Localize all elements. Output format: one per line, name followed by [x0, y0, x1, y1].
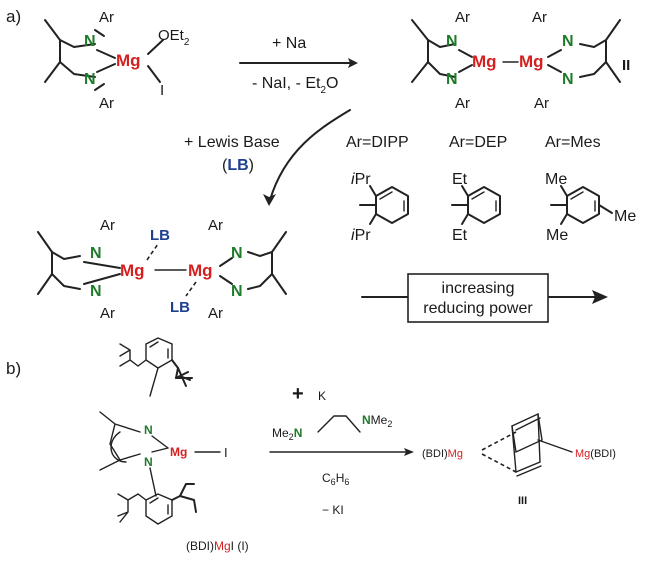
dipp-aryl-structure: iPr iPr [351, 171, 409, 244]
lewis-base-ligand: LB [150, 227, 170, 244]
n-atom: N [562, 33, 574, 50]
bdi-mgi-label: (BDI)MgI (I) [186, 539, 249, 553]
reducing-power-indicator: increasing reducing power [361, 273, 608, 323]
ar-group: Ar [99, 9, 114, 26]
lewis-base-arrow: + Lewis Base (LB) [184, 109, 351, 206]
reducing-power-box [407, 273, 549, 323]
ar-group: Ar [455, 9, 470, 26]
isopropyl-label: iPr [351, 227, 371, 244]
mg-mg-dimer-ii: N N Mg Mg N N Ar Ar Ar Ar II [411, 9, 630, 112]
n-atom: N [446, 71, 458, 88]
oet2-ligand: OEt2 [158, 27, 190, 48]
n-atom: N [231, 283, 243, 300]
reagent-plus: + [292, 383, 304, 405]
product-left-mg: (BDI)Mg [422, 448, 463, 460]
product-iii: (BDI)Mg Mg(BDI) III [422, 412, 616, 507]
n-atom: N [90, 283, 102, 300]
bdi-mgi-complex: N N Mg I (BDI)MgI (I) [99, 337, 249, 553]
lb-coordinated-mg-dimer: N N Mg Mg N N Ar Ar Ar Ar LB LB [37, 217, 287, 322]
ar-group: Ar [100, 305, 115, 322]
mg-atom: Mg [519, 52, 544, 71]
n-atom: N [84, 71, 96, 88]
lewis-base-text: + Lewis Base [184, 134, 280, 151]
reaction-arrow-a1: + Na - NaI, - Et2O [239, 35, 358, 96]
mes-aryl-structure: Me Me Me [545, 171, 636, 244]
mg-atom: Mg [170, 445, 187, 459]
n-atom: N [144, 423, 153, 437]
ar-type-dipp: Ar=DIPP [346, 134, 409, 151]
reagent-byproducts: - NaI, - Et2O [252, 75, 338, 96]
reducing-power-line2: reducing power [423, 300, 533, 317]
ar-group: Ar [100, 217, 115, 234]
n-atom: N [84, 33, 96, 50]
lewis-base-abbrev: (LB) [222, 157, 254, 174]
tmeda-left: Me2N [272, 426, 302, 442]
ar-group: Ar [208, 305, 223, 322]
mg-atom: Mg [120, 261, 145, 280]
bdi-mgi-etherate: N N Mg Ar Ar OEt2 I [44, 9, 190, 112]
iodide-ligand: I [160, 82, 164, 99]
ar-group: Ar [208, 217, 223, 234]
ethyl-label: Et [452, 171, 468, 188]
iodide-atom: I [224, 445, 228, 460]
n-atom: N [231, 245, 243, 262]
ar-group: Ar [99, 95, 114, 112]
reagent-sodium: + Na [272, 35, 306, 52]
lewis-base-ligand: LB [170, 299, 190, 316]
isopropyl-label: iPr [351, 171, 371, 188]
product-right-mg: Mg(BDI) [575, 448, 616, 460]
product-label-iii: III [518, 495, 527, 507]
ar-type-legend: Ar=DIPP Ar=DEP Ar=Mes iPr iPr Et Et [346, 134, 636, 244]
reaction-arrow-b: + K Me2N NMe2 C6H6 − KI [269, 383, 414, 517]
ethyl-label: Et [452, 227, 468, 244]
ar-group: Ar [532, 9, 547, 26]
n-atom: N [562, 71, 574, 88]
methyl-label: Me [545, 171, 567, 188]
ar-type-dep: Ar=DEP [449, 134, 507, 151]
reagent-potassium: K [318, 389, 326, 403]
ar-group: Ar [455, 95, 470, 112]
n-atom: N [446, 33, 458, 50]
methyl-label: Me [546, 227, 568, 244]
mg-atom: Mg [472, 52, 497, 71]
panel-b-label: b) [6, 359, 21, 378]
n-atom: N [144, 455, 153, 469]
n-atom: N [90, 245, 102, 262]
reducing-power-line1: increasing [442, 280, 515, 297]
mg-atom: Mg [116, 51, 141, 70]
compound-label-ii: II [622, 57, 630, 74]
ar-type-mes: Ar=Mes [545, 134, 601, 151]
ar-group: Ar [534, 95, 549, 112]
byproduct-ki: − KI [322, 503, 344, 517]
solvent-benzene: C6H6 [322, 471, 349, 487]
dep-aryl-structure: Et Et [451, 171, 501, 244]
methyl-label: Me [614, 208, 636, 225]
tmeda-right: NMe2 [362, 413, 392, 429]
mg-atom: Mg [188, 261, 213, 280]
panel-a-label: a) [6, 7, 21, 26]
